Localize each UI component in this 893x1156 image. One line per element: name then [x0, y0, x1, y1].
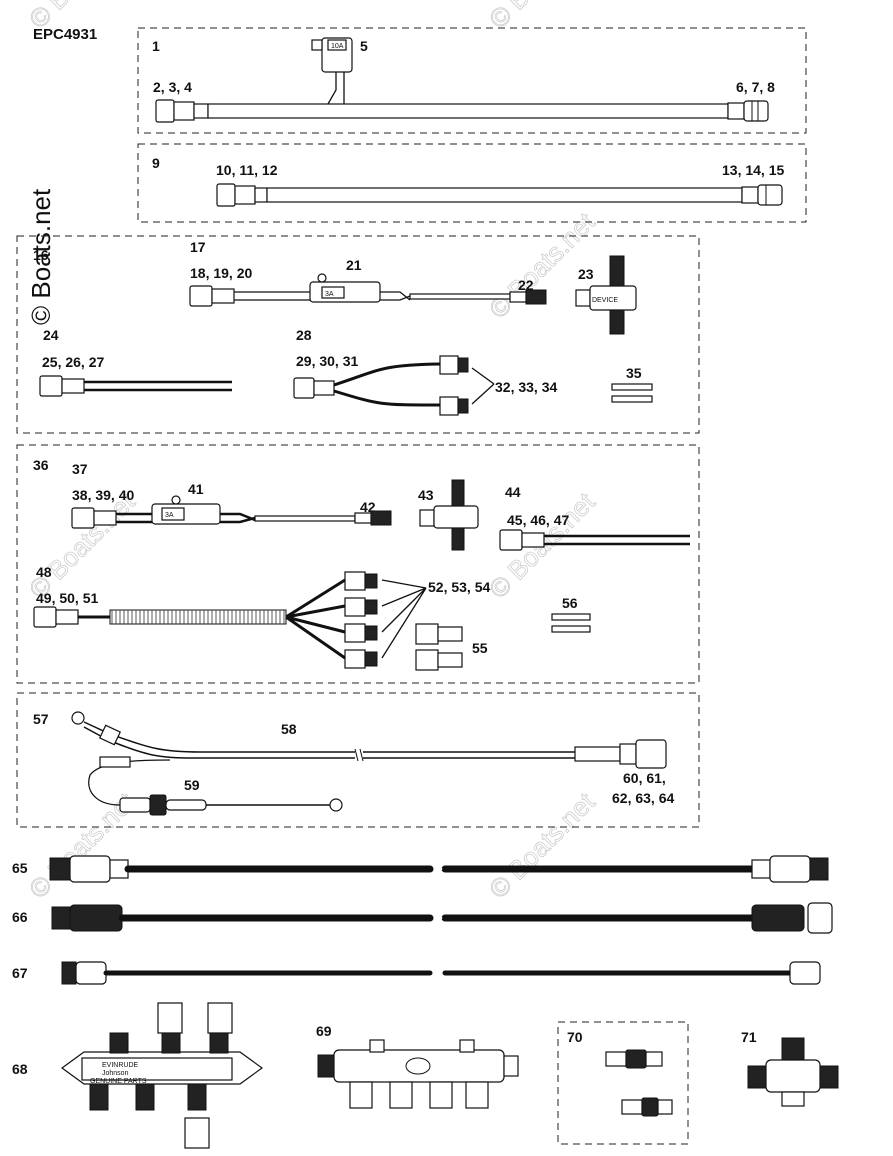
diagram-code: EPC4931	[33, 26, 97, 43]
callout-24: 24	[43, 327, 59, 343]
callout-52-53-54: 52, 53, 54	[428, 579, 490, 595]
watermark: © Boats.net	[23, 486, 141, 604]
callout-1: 1	[152, 38, 160, 54]
watermark: © Boats.net	[483, 786, 601, 904]
callout-23: 23	[578, 266, 594, 282]
callout-32-33-34: 32, 33, 34	[495, 379, 557, 395]
callout-58: 58	[281, 721, 297, 737]
callout-70: 70	[567, 1029, 583, 1045]
hub-brand-3: GENUINE PARTS	[90, 1078, 147, 1085]
watermarks: © Boats.net © Boats.net © Boats.net © Bo…	[23, 0, 602, 905]
callout-28: 28	[296, 327, 312, 343]
callout-13-14-15: 13, 14, 15	[722, 162, 784, 178]
cable-65: 65	[12, 855, 829, 883]
callout-9: 9	[152, 155, 160, 171]
cable-67: 67	[12, 961, 821, 985]
harness-9	[266, 187, 743, 203]
hub-brand-2: Johnson	[102, 1070, 129, 1077]
callout-66: 66	[12, 909, 28, 925]
fuse-holder-10a: 10A	[311, 37, 353, 73]
callout-41: 41	[188, 481, 204, 497]
group-57-frame	[16, 692, 700, 828]
callout-60-61: 60, 61,	[623, 770, 666, 786]
hub-68: 68 EVINRUDE Johnson GENUINE PARTS	[12, 1002, 264, 1149]
group-70-frame	[557, 1021, 689, 1145]
group-36-frame	[16, 444, 700, 684]
callout-2-3-4: 2, 3, 4	[153, 79, 192, 95]
callout-62-63-64: 62, 63, 64	[612, 790, 674, 806]
callout-18-19-20: 18, 19, 20	[190, 265, 252, 281]
hub-cap	[157, 1002, 183, 1034]
group-57: 57 58 59 60, 61, 62, 63, 64	[16, 692, 700, 828]
watermark-side: © Boats.net	[26, 188, 56, 325]
tee-connector-23: DEVICE	[575, 255, 637, 335]
cable-66: 66	[12, 902, 833, 934]
group-36: 36 37 38, 39, 40 41 42 43 44 45, 46, 47 …	[16, 444, 700, 684]
harness-1	[207, 103, 729, 119]
callout-44: 44	[505, 484, 521, 500]
callout-71: 71	[741, 1029, 757, 1045]
callout-37: 37	[72, 461, 88, 477]
callout-65: 65	[12, 860, 28, 876]
callout-67: 67	[12, 965, 28, 981]
callout-6-7-8: 6, 7, 8	[736, 79, 775, 95]
callout-36: 36	[33, 457, 49, 473]
callout-55: 55	[472, 640, 488, 656]
group-1: 1 5 2, 3, 4 6, 7, 8 10A	[137, 27, 807, 134]
fuse-label-3a: 3A	[325, 291, 334, 298]
callout-69: 69	[316, 1023, 332, 1039]
hub-69: 69	[316, 1023, 519, 1109]
callout-49-50-51: 49, 50, 51	[36, 590, 98, 606]
fuse-label-10a: 10A	[331, 43, 344, 50]
fuse-label-3a-41: 3A	[165, 512, 174, 519]
callout-43: 43	[418, 487, 434, 503]
callout-17: 17	[190, 239, 206, 255]
group-16: 16 17 18, 19, 20 21 22 23 3A DEVICE 24 2…	[16, 235, 700, 434]
tee-device-label: DEVICE	[592, 297, 618, 304]
callout-48: 48	[36, 564, 52, 580]
callout-45-46-47: 45, 46, 47	[507, 512, 569, 528]
callout-56: 56	[562, 595, 578, 611]
callout-38-39-40: 38, 39, 40	[72, 487, 134, 503]
callout-22: 22	[518, 277, 534, 293]
hub-brand-1: EVINRUDE	[102, 1062, 139, 1069]
group-16-frame	[16, 235, 700, 434]
callout-21: 21	[346, 257, 362, 273]
callout-35: 35	[626, 365, 642, 381]
fuse-holder-3a-17: 3A	[309, 273, 381, 303]
callout-16: 16	[33, 247, 49, 263]
callout-5: 5	[360, 38, 368, 54]
callout-29-30-31: 29, 30, 31	[296, 353, 358, 369]
callout-25-26-27: 25, 26, 27	[42, 354, 104, 370]
callout-57: 57	[33, 711, 49, 727]
group-9-frame	[137, 143, 807, 223]
callout-59: 59	[184, 777, 200, 793]
group-1-frame	[137, 27, 807, 134]
watermark: © Boats.net	[483, 0, 601, 34]
group-70: 70	[557, 1021, 689, 1145]
tee-71: 71	[741, 1029, 839, 1107]
callout-10-11-12: 10, 11, 12	[216, 162, 278, 178]
callout-68: 68	[12, 1061, 28, 1077]
group-9: 9 10, 11, 12 13, 14, 15	[137, 143, 807, 223]
